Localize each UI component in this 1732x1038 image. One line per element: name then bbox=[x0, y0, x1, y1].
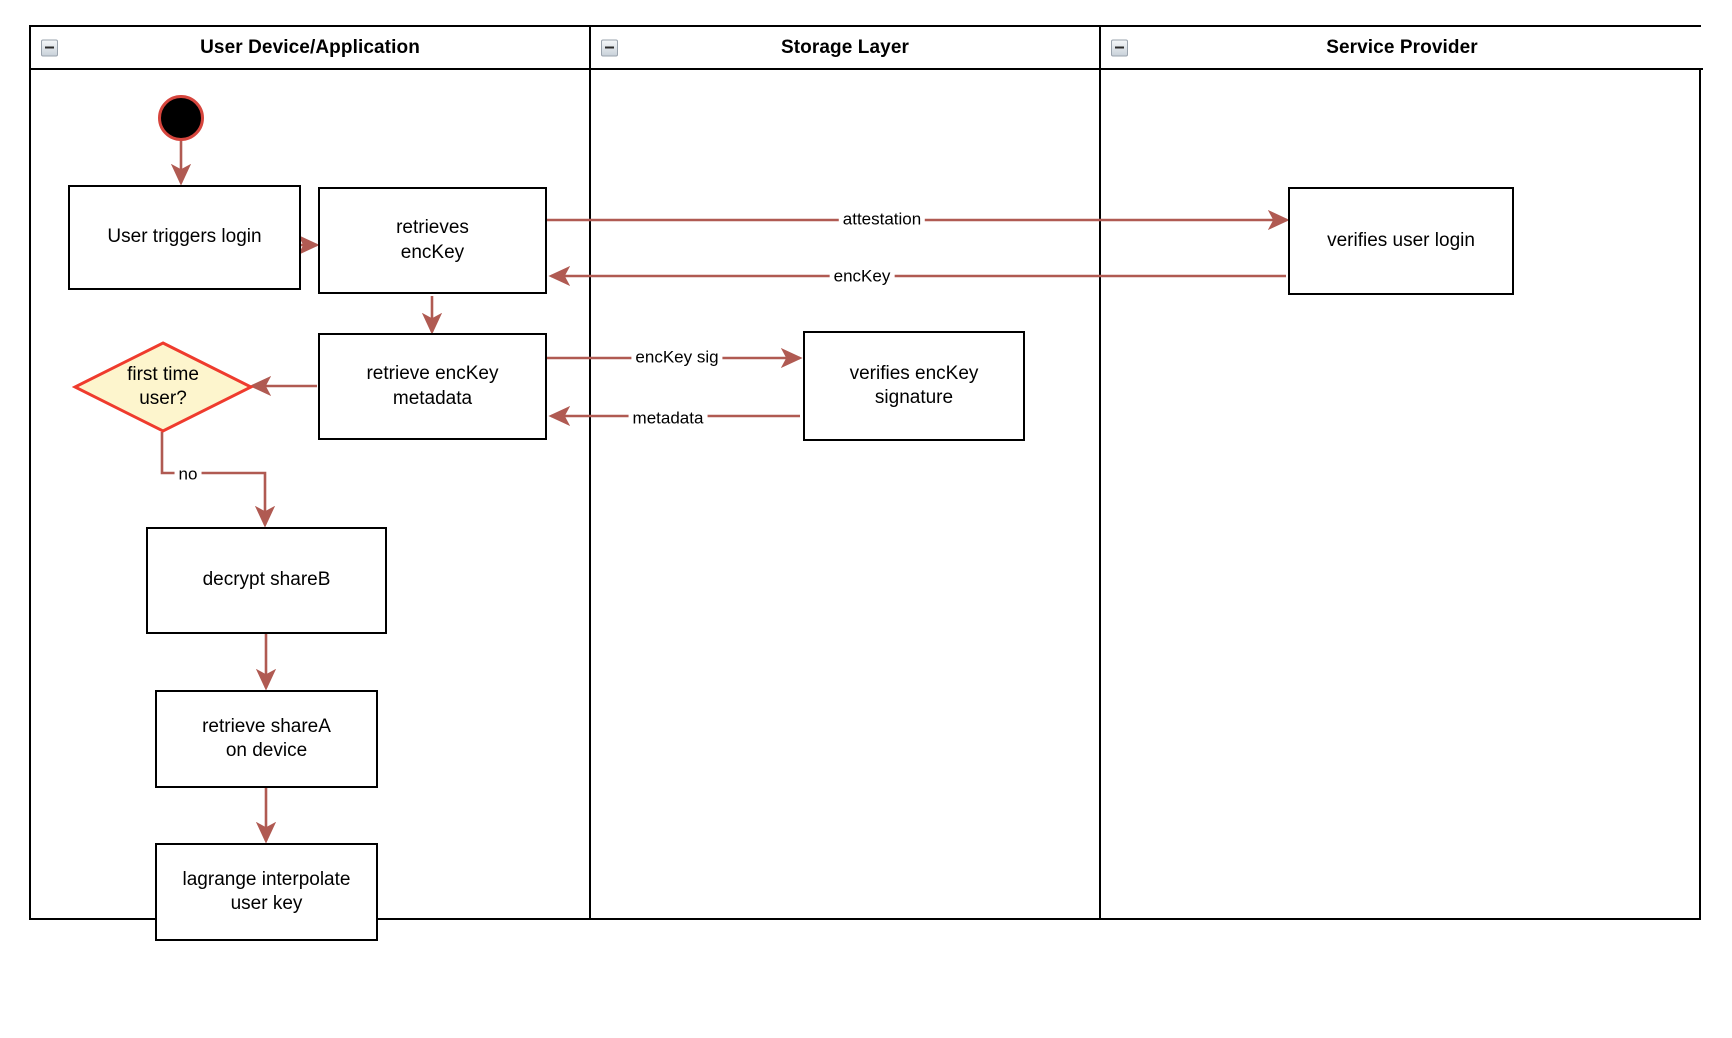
node-label-line2: on device bbox=[225, 740, 308, 761]
node-decrypt-shareb[interactable]: decrypt shareB bbox=[146, 527, 387, 634]
start-node[interactable] bbox=[158, 95, 204, 141]
node-retrieves-enckey[interactable]: retrieves encKey bbox=[318, 187, 547, 294]
node-first-time-user[interactable]: first time user? bbox=[72, 340, 254, 434]
minus-square-icon[interactable] bbox=[601, 39, 618, 56]
edge-label-attestation: attestation bbox=[838, 210, 926, 230]
node-retrieve-enckey-metadata[interactable]: retrieve encKey metadata bbox=[318, 333, 547, 440]
minus-square-icon[interactable] bbox=[41, 39, 58, 56]
node-verifies-enckey-signature[interactable]: verifies encKey signature bbox=[803, 331, 1025, 441]
lane-title-user-device: User Device/Application bbox=[200, 36, 420, 58]
node-label: decrypt shareB bbox=[202, 569, 331, 591]
node-label-line2: metadata bbox=[392, 387, 473, 409]
edge-label-enckey-sig: encKey sig bbox=[631, 348, 723, 368]
minus-square-icon[interactable] bbox=[1111, 39, 1128, 56]
node-label-line1: retrieve encKey bbox=[366, 363, 499, 385]
swimlane-service-provider[interactable]: Service Provider bbox=[1099, 27, 1703, 918]
node-label-line2: encKey bbox=[400, 241, 465, 263]
node-verifies-user-login[interactable]: verifies user login bbox=[1288, 187, 1514, 295]
node-label-line1: verifies encKey bbox=[849, 362, 979, 384]
lane-header-user-device[interactable]: User Device/Application bbox=[31, 27, 589, 70]
swimlane-storage-layer[interactable]: Storage Layer bbox=[589, 27, 1099, 918]
node-label-line1: retrieve shareA bbox=[202, 715, 331, 737]
lane-header-service-provider[interactable]: Service Provider bbox=[1101, 27, 1703, 70]
node-label: User triggers login bbox=[107, 226, 262, 248]
node-label-line1: lagrange interpolate bbox=[182, 868, 351, 890]
edge-label-metadata: metadata bbox=[628, 409, 708, 429]
decision-diamond-shape bbox=[72, 341, 254, 433]
swimlane-user-device[interactable]: User Device/Application bbox=[31, 27, 589, 918]
node-retrieve-sharea-on-device[interactable]: retrieve shareA on device bbox=[155, 690, 378, 788]
node-lagrange-interpolate-user-key[interactable]: lagrange interpolate user key bbox=[155, 843, 378, 941]
lane-title-storage-layer: Storage Layer bbox=[780, 36, 910, 58]
node-label-line2: user key bbox=[230, 893, 303, 914]
lane-title-service-provider: Service Provider bbox=[1326, 36, 1478, 58]
edge-label-no: no bbox=[174, 465, 202, 485]
edge-label-enckey: encKey bbox=[829, 267, 895, 287]
node-label: verifies user login bbox=[1327, 229, 1475, 251]
node-label-line2: signature bbox=[874, 387, 954, 408]
node-user-triggers-login[interactable]: User triggers login bbox=[68, 185, 301, 290]
lane-header-storage-layer[interactable]: Storage Layer bbox=[591, 27, 1099, 70]
node-label-line1: retrieves bbox=[396, 217, 469, 239]
